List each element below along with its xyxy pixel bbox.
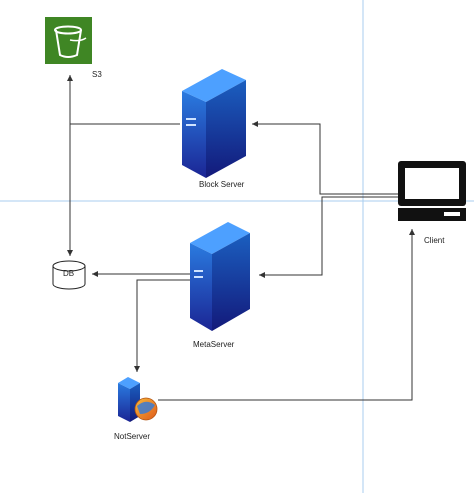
notserver-label: NotServer [114,432,151,441]
edge-client-metaserver [259,196,398,278]
block-server-label: Block Server [199,180,245,189]
block-server-icon[interactable] [182,69,246,178]
computer-monitor-icon[interactable] [398,161,466,221]
notserver-icon[interactable] [118,377,158,422]
s3-bucket-icon[interactable] [45,17,92,64]
s3-label: S3 [92,70,102,79]
db-label: DB [63,269,75,278]
metaserver-label: MetaServer [193,340,235,349]
database-cylinder-icon[interactable] [52,260,86,290]
edge-metaserver-notserver [134,279,190,372]
edge-client-blockserver [252,121,398,195]
client-label: Client [424,236,445,245]
edge-notserver-client [158,229,415,401]
metaserver-icon[interactable] [190,222,250,331]
